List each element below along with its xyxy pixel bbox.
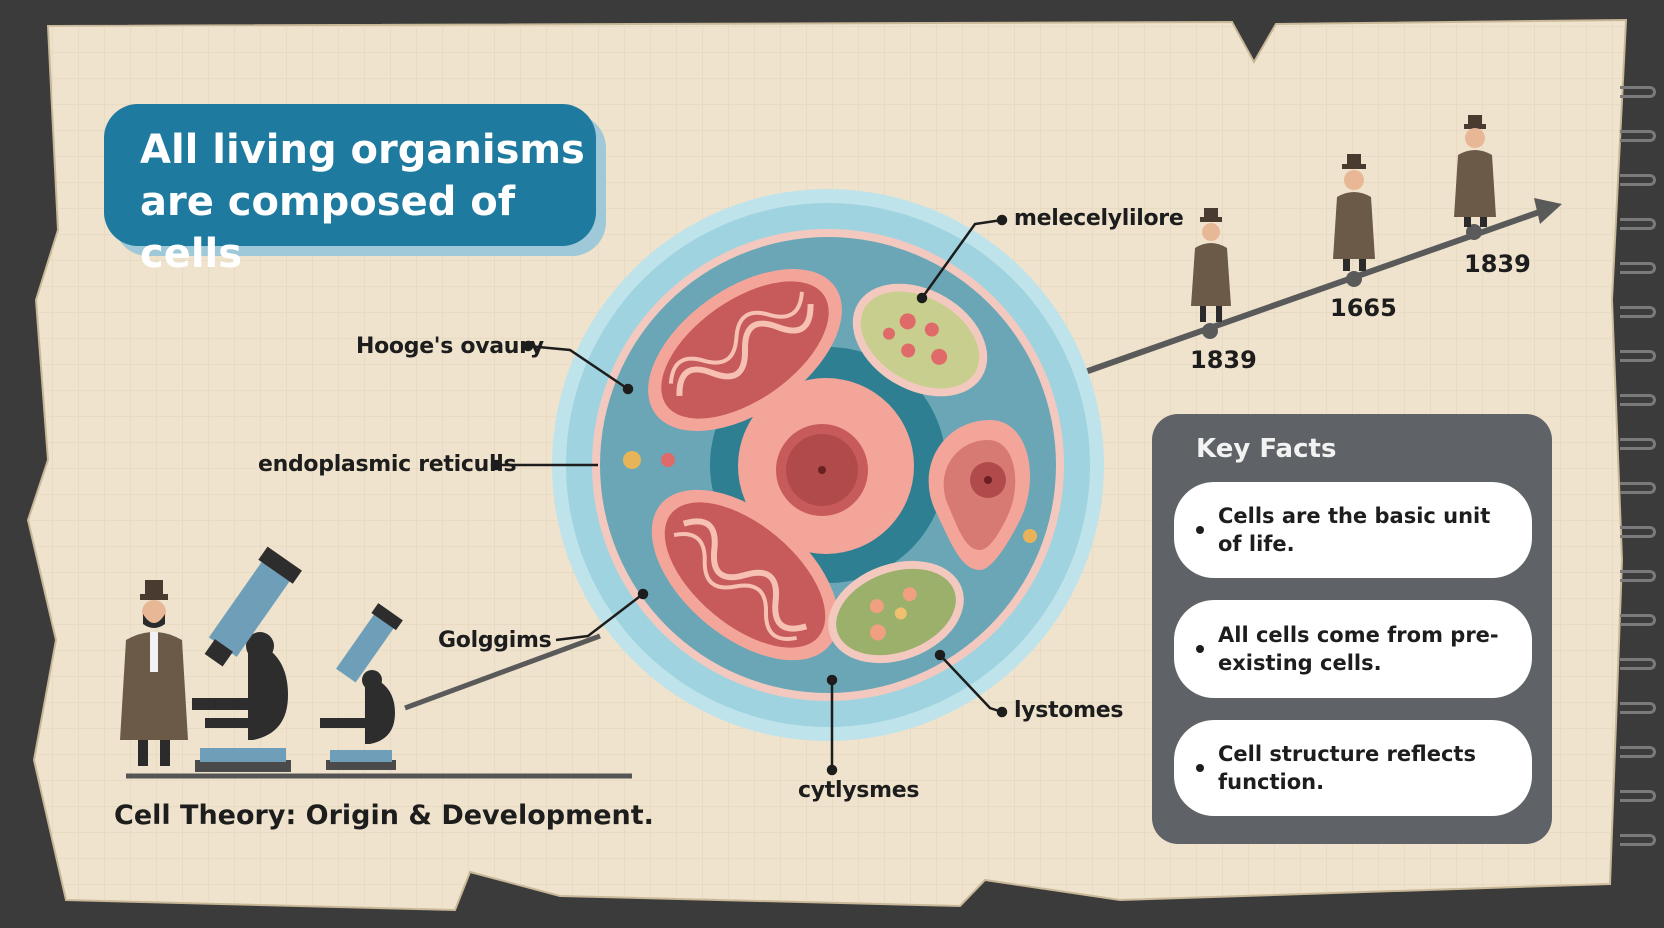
scientist-figure-icon	[1191, 208, 1231, 322]
fact-card: All cells come from pre-existing cells.	[1174, 600, 1532, 698]
timeline-year-2: 1665	[1330, 294, 1397, 322]
bullet-icon	[1196, 645, 1204, 653]
vacuole	[828, 560, 964, 664]
mitochondrion	[648, 269, 842, 431]
microscope-icon	[320, 603, 403, 770]
label-middle-left: endoplasmic reticulls	[258, 452, 517, 477]
label-top-right: melecelylilore	[1014, 206, 1184, 231]
fact-text: All cells come from pre-existing cells.	[1218, 623, 1499, 675]
label-upper-left: Hooge's ovaury	[356, 334, 544, 359]
small-vesicle	[623, 451, 641, 469]
timeline-dot	[1346, 271, 1362, 287]
leader-lines	[490, 214, 1008, 776]
fact-card: Cell structure reflects function.	[1174, 720, 1532, 816]
scientist-figure-icon	[1454, 115, 1496, 227]
small-vesicle	[661, 453, 675, 467]
bullet-icon	[1196, 526, 1204, 534]
timeline-year-3: 1839	[1464, 250, 1531, 278]
fact-text: Cell structure reflects function.	[1218, 742, 1476, 794]
small-vesicle	[1023, 529, 1037, 543]
cell-illustration	[552, 189, 1104, 741]
vacuole	[852, 283, 988, 397]
headline-line2: are composed of cells	[140, 179, 516, 277]
bullet-icon	[1196, 764, 1204, 772]
key-facts-title: Key Facts	[1196, 434, 1337, 464]
fact-card: Cells are the basic unit of life.	[1174, 482, 1532, 578]
label-lower-right: lystomes	[1014, 698, 1124, 723]
organelle-teardrop	[928, 420, 1030, 570]
timeline-year-1: 1839	[1190, 346, 1257, 374]
timeline-arrow-icon	[404, 633, 601, 711]
label-lower-left: Golggims	[438, 628, 552, 653]
scientist-figure-icon	[1333, 154, 1375, 271]
scientist-figure-icon	[120, 580, 188, 766]
headline-line1: All living organisms	[140, 127, 585, 173]
mitochondrion	[651, 489, 839, 661]
microscope-icon	[192, 546, 302, 772]
timeline-dot	[1466, 224, 1482, 240]
footer-title: Cell Theory: Origin & Development.	[114, 800, 654, 831]
timeline-dot	[1202, 323, 1218, 339]
label-bottom: cytlysmes	[798, 778, 920, 803]
fact-text: Cells are the basic unit of life.	[1218, 504, 1491, 556]
key-facts-panel: Key Facts Cells are the basic unit of li…	[1152, 414, 1552, 844]
headline-bubble: All living organisms are composed of cel…	[104, 104, 596, 277]
timeline-arrowhead-icon	[1534, 198, 1562, 224]
